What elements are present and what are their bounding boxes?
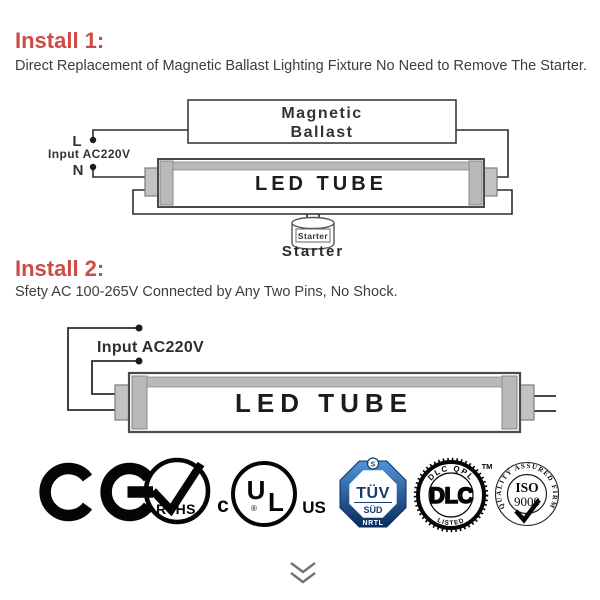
live-wire: [92, 129, 188, 140]
tube2-right-band: [501, 375, 518, 430]
tuv-top-emblem-letter: S: [371, 462, 376, 469]
ul-registered-mark: ®: [251, 504, 257, 513]
tube2-right-end-pin-cap: [519, 384, 535, 421]
input-terminal-dot-2: [135, 357, 143, 365]
ul-u-letter: U: [247, 475, 266, 505]
starter-cylinder-top: [291, 216, 335, 230]
ul-us-letters: US: [302, 498, 326, 517]
tube1-top-strip: [172, 161, 470, 171]
tube2-left-band: [131, 375, 148, 430]
diagram1-wires: [92, 129, 513, 222]
ul-circle: [231, 461, 297, 527]
ul-c-letter: c: [217, 494, 229, 517]
tuv-octagon-inner: [349, 470, 397, 518]
ballast-label-line1: Magnetic: [281, 105, 362, 122]
iso-9000-icon: QUALITY ASSURED FIRM ISO 9000: [494, 461, 560, 527]
install2-wiring-diagram: Input AC220V LED TUBE: [67, 324, 556, 434]
input-ac220v-label-2: Input AC220V: [97, 339, 204, 356]
iso-outer-circle: [494, 461, 560, 527]
dlc-tm-mark: TM: [482, 462, 493, 471]
neutral-terminal-dot: [89, 163, 97, 171]
led-tube-1: LED TUBE: [144, 158, 498, 208]
svg-text:LISTED: LISTED: [436, 517, 466, 527]
tuv-sud-nrtl-icon: TÜV SÜD NRTL S: [339, 457, 407, 528]
rohs-checkmark: [150, 461, 205, 517]
tube2-top-strip: [146, 376, 503, 388]
ballast-label-line2: Ballast: [291, 124, 354, 141]
install2-description: Sfety AC 100-265V Connected by Any Two P…: [15, 284, 398, 300]
rohs-icon: RoHS: [143, 457, 211, 525]
dlc-center-letters: DLC: [429, 483, 473, 508]
neutral-label: N: [73, 162, 84, 179]
tube1-left-end-pin-cap: [144, 167, 159, 197]
starter-inner-label: Starter: [298, 231, 328, 241]
dlc-inner-circle: [428, 472, 474, 518]
live-terminal-dot: [89, 136, 97, 144]
magnetic-ballast-box: [187, 99, 457, 144]
dlc-rope-edge: [413, 457, 489, 533]
install1-description: Direct Replacement of Magnetic Ballast L…: [15, 58, 587, 74]
starter-caption: Starter: [282, 243, 344, 260]
dlc-qpl-icon: DLC QPL LISTED DLC TM: [413, 457, 493, 533]
starter-inner-box: [295, 228, 331, 243]
tube1-right-band: [468, 160, 483, 206]
bottom-loop-wire: [132, 189, 513, 215]
tuv-nrtl: NRTL: [362, 520, 383, 527]
ce-letter-c: [39, 462, 93, 522]
tube2-left-end-pin-cap: [114, 384, 130, 421]
input-terminal-dot-1: [135, 324, 143, 332]
rohs-label: RoHS: [156, 501, 196, 517]
install1-heading: Install 1:: [15, 28, 105, 53]
install2-heading: Install 2:: [15, 256, 105, 281]
iso-name: ISO: [515, 480, 538, 495]
cul-us-icon: c U L ® US: [217, 461, 326, 527]
tube2-label: LED TUBE: [235, 388, 413, 418]
tube1-left-band: [159, 160, 174, 206]
input-wire-outer: [67, 327, 139, 411]
live-label: L: [72, 133, 81, 150]
install1-wiring-diagram: Magnetic Ballast L Input AC220V N LED TU…: [48, 99, 513, 260]
tuv-top-emblem: [366, 457, 380, 470]
iso-checkmark: [514, 498, 541, 524]
ul-l-letter: L: [268, 487, 284, 517]
scroll-down-chevron-icon[interactable]: [284, 560, 322, 590]
certification-logos-row: RoHS c U L ® US TÜV SÜD NRTL S: [39, 457, 560, 533]
ce-letter-e-arc: [100, 462, 154, 522]
input-ac220v-label-1: Input AC220V: [48, 147, 130, 161]
starter-component: Starter Starter: [282, 216, 344, 260]
ballast-right-wire: [456, 129, 509, 178]
dlc-outer-circle: [416, 460, 486, 530]
input-wire-inner: [91, 360, 139, 395]
ce-mark-icon: [39, 462, 154, 522]
dlc-listed-arc-text: LISTED: [436, 517, 465, 527]
tube1-label: LED TUBE: [255, 173, 387, 195]
tube1-right-end-pin-cap: [483, 167, 498, 197]
diagram2-wires: [67, 327, 556, 412]
neutral-wire: [92, 168, 145, 178]
tuv-name: TÜV: [356, 483, 390, 502]
rohs-circle: [143, 457, 211, 525]
tuv-sud: SÜD: [363, 505, 383, 515]
led-tube-2: LED TUBE: [114, 371, 535, 434]
